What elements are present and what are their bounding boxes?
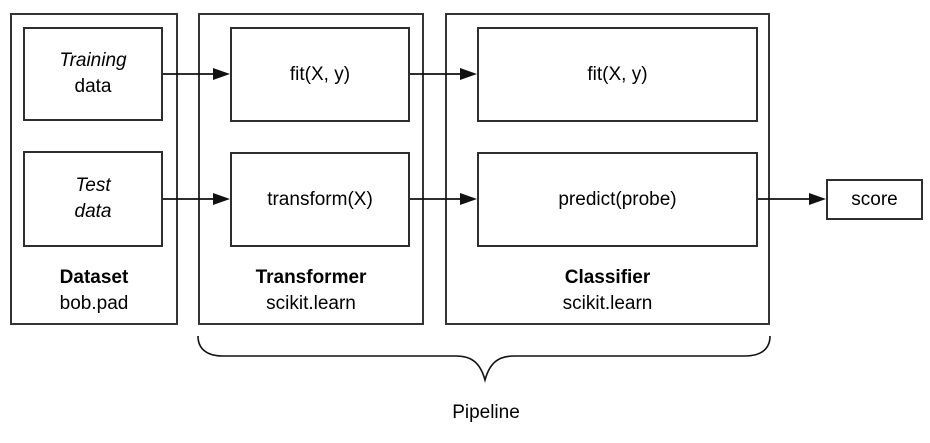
pipeline-brace [197, 335, 771, 383]
training-data-box: Training data [23, 27, 163, 121]
training-data-line1: Training [59, 50, 127, 71]
transformer-transform-box: transform(X) [230, 152, 410, 247]
training-data-line2: data [74, 76, 112, 97]
classifier-caption: Classifier scikit.learn [447, 265, 768, 317]
classifier-container: fit(X, y) predict(probe) Classifier scik… [445, 13, 770, 325]
transformer-subtitle: scikit.learn [266, 293, 356, 314]
classifier-subtitle: scikit.learn [562, 293, 653, 314]
classifier-fit-box: fit(X, y) [477, 27, 758, 122]
arrowhead-predict-to-score [809, 193, 826, 205]
pipeline-label: Pipeline [452, 402, 520, 423]
dataset-container: Training data Test data Dataset bob.pad [10, 13, 178, 325]
transformer-fit-box: fit(X, y) [230, 27, 410, 122]
classifier-fit-label: fit(X, y) [587, 63, 648, 85]
classifier-predict-box: predict(probe) [477, 152, 758, 247]
dataset-caption: Dataset bob.pad [12, 265, 176, 317]
transformer-transform-label: transform(X) [267, 188, 373, 210]
transformer-title: Transformer [255, 267, 367, 288]
classifier-title: Classifier [564, 267, 651, 288]
score-label: score [851, 188, 898, 210]
score-box: score [826, 179, 923, 220]
transformer-fit-label: fit(X, y) [289, 63, 351, 85]
dataset-title: Dataset [59, 267, 129, 288]
test-data-line1: Test [75, 175, 111, 196]
test-data-line2: data [74, 201, 112, 222]
classifier-predict-label: predict(probe) [558, 188, 677, 210]
test-data-box: Test data [23, 151, 163, 247]
dataset-subtitle: bob.pad [59, 293, 129, 314]
transformer-caption: Transformer scikit.learn [200, 265, 422, 317]
transformer-container: fit(X, y) transform(X) Transformer sciki… [198, 13, 424, 325]
